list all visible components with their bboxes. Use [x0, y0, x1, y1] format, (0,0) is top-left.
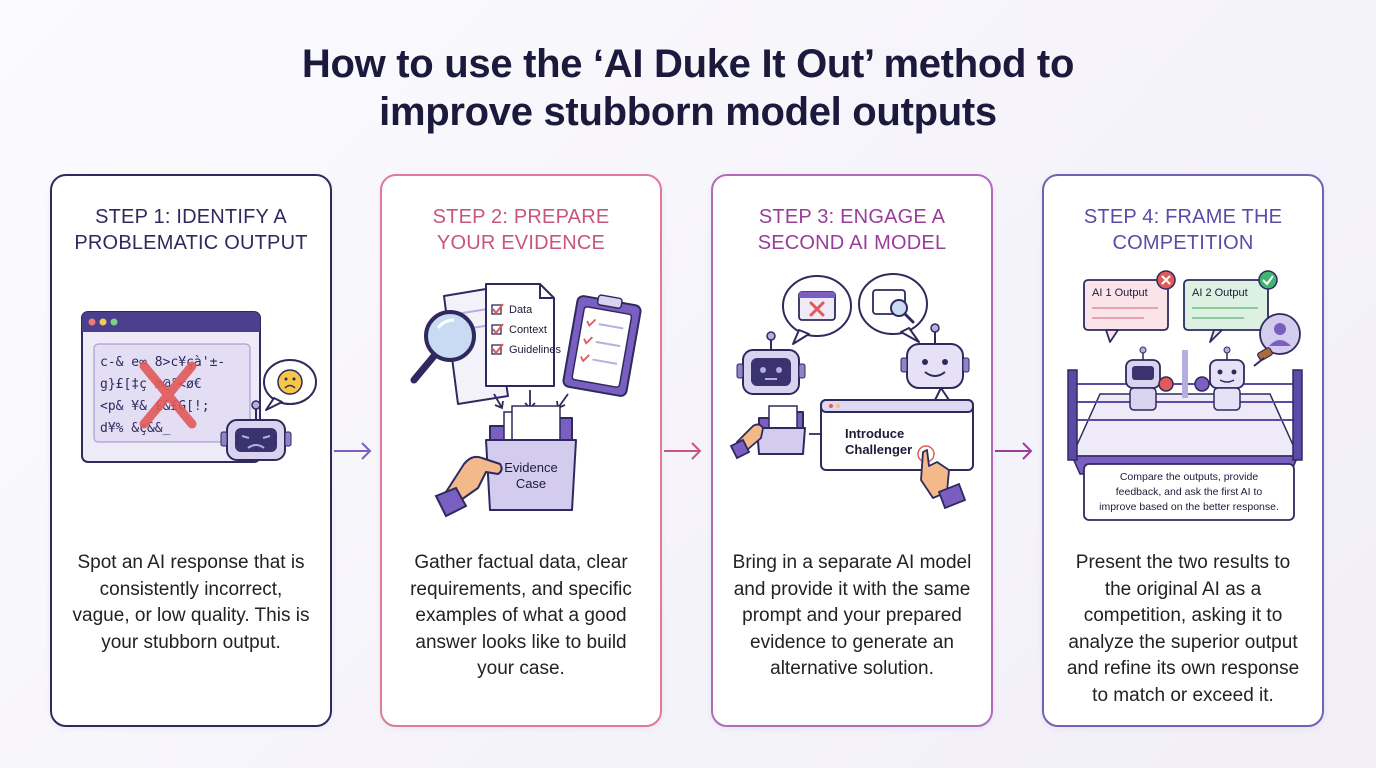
step-4-card: STEP 4: FRAME THE COMPETITION AI 1 Outpu…: [1042, 174, 1324, 727]
happy-robot-icon: [900, 323, 970, 389]
step-2-heading-line-2: YOUR EVIDENCE: [436, 232, 606, 254]
step-3-illustration: Introduce Challenger: [729, 273, 974, 510]
title-line-2: improve stubborn model outputs: [379, 90, 997, 134]
step-3-heading-line-2: SECOND AI MODEL: [757, 232, 947, 254]
step-2-illustration: Data Context Guidelines Evidence Case: [410, 283, 642, 518]
search-bubble-icon: [858, 273, 928, 343]
note-line-3: improve based on the better response.: [1099, 501, 1279, 513]
red-x-icon: [139, 361, 197, 429]
sad-face-bubble-icon: [263, 359, 317, 411]
ai-2-output-card: AI 2 Output: [1183, 270, 1278, 343]
sad-robot-icon: [220, 400, 292, 461]
boxing-robot-icon: [1194, 346, 1245, 411]
step-4-heading-line-2: COMPETITION: [1112, 232, 1254, 254]
step-1-card: STEP 1: IDENTIFY A PROBLEMATIC OUTPUT c-…: [50, 174, 332, 727]
check-icon: [1258, 270, 1278, 290]
step-4-illustration: AI 1 Output AI 2 Output: [1067, 270, 1303, 521]
step-3-card: STEP 3: ENGAGE A SECOND AI MODEL: [711, 174, 993, 727]
step-1-illustration: c-& e∞ 8>c¥çà'±- g}£[‡ç m@°<ø€ <p& ¥& £&…: [81, 311, 317, 463]
hand-icon: [729, 423, 764, 460]
step-4-description: Present the two results to the original …: [1066, 552, 1300, 706]
magnifier-icon: [410, 310, 476, 384]
step-1-description: Spot an AI response that is consistently…: [72, 552, 310, 653]
instruction-note: Compare the outputs, provide feedback, a…: [1083, 463, 1295, 521]
arrow-icon: [664, 442, 702, 460]
ai-1-output-card: AI 1 Output: [1083, 270, 1176, 343]
step-4-heading: STEP 4: FRAME THE COMPETITION: [1044, 204, 1322, 256]
introduce-challenger-button[interactable]: Introduce Challenger: [845, 426, 912, 457]
step-3-heading: STEP 3: ENGAGE A SECOND AI MODEL: [713, 204, 991, 256]
step-3-heading-line-1: STEP 3: ENGAGE A: [758, 206, 946, 228]
folder-icon: Evidence Case: [485, 405, 577, 511]
garbled-line-4: d¥% &ç&&_: [100, 421, 171, 436]
error-window-bubble-icon: [782, 275, 852, 345]
folder-label-line-1: Evidence: [504, 460, 557, 475]
ai-2-output-label: AI 2 Output: [1192, 287, 1248, 299]
gavel-icon: [1253, 347, 1273, 367]
step-2-card: STEP 2: PREPARE YOUR EVIDENCE: [380, 174, 662, 727]
note-line-2: feedback, and ask the first AI to: [1116, 486, 1263, 498]
ai-1-output-label: AI 1 Output: [1092, 287, 1148, 299]
garbled-line-1: c-& e∞ 8>c¥çà'±-: [100, 355, 225, 370]
arrow-icon: [334, 442, 372, 460]
step-1-heading-line-1: STEP 1: IDENTIFY A: [95, 206, 287, 228]
page-title: How to use the ‘AI Duke It Out’ method t…: [0, 40, 1376, 136]
folder-label-line-2: Case: [516, 476, 546, 491]
arrow-icon: [995, 442, 1033, 460]
robot-icon: [736, 331, 806, 395]
introduce-challenger-window: [820, 387, 974, 471]
folder-icon: [756, 405, 806, 455]
boxing-ring-icon: [1067, 350, 1303, 475]
step-3-description: Bring in a separate AI model and provide…: [732, 552, 972, 679]
button-label-line-1: Introduce: [845, 426, 904, 441]
checklist-item-guidelines: Guidelines: [509, 344, 561, 356]
clipboard-icon: [562, 294, 642, 397]
title-line-1: How to use the ‘AI Duke It Out’ method t…: [301, 42, 1075, 86]
cross-icon: [1156, 270, 1176, 290]
judge-avatar-icon: [1259, 313, 1301, 355]
checklist-item-context: Context: [509, 324, 547, 336]
note-line-1: Compare the outputs, provide: [1120, 471, 1258, 483]
boxing-robot-icon: [1125, 346, 1174, 411]
step-4-heading-line-1: STEP 4: FRAME THE: [1083, 206, 1283, 228]
checklist-item-data: Data: [509, 304, 533, 316]
step-2-heading: STEP 2: PREPARE YOUR EVIDENCE: [382, 204, 660, 256]
step-1-heading: STEP 1: IDENTIFY A PROBLEMATIC OUTPUT: [52, 204, 330, 256]
hand-icon: [434, 455, 503, 518]
step-1-heading-line-2: PROBLEMATIC OUTPUT: [74, 232, 308, 254]
step-2-heading-line-1: STEP 2: PREPARE: [432, 206, 610, 228]
pointer-hand-icon: [917, 445, 967, 510]
checklist-document-icon: Data Context Guidelines: [485, 283, 561, 387]
step-2-description: Gather factual data, clear requirements,…: [410, 552, 632, 679]
button-label-line-2: Challenger: [845, 442, 912, 457]
